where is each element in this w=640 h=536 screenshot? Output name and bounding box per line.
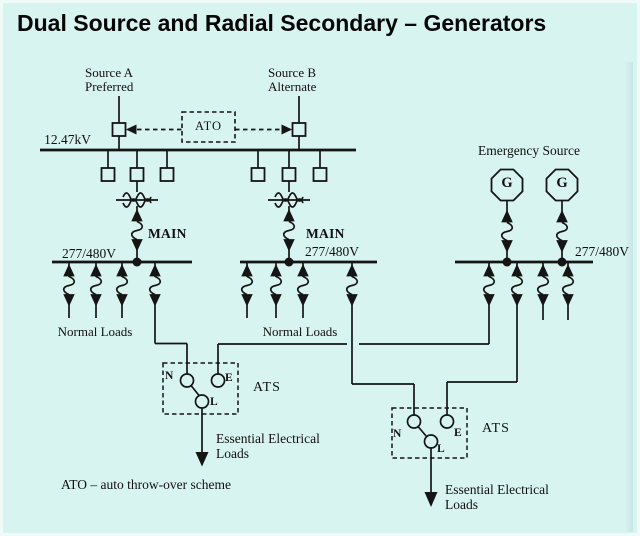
- ato-arrow-left-icon: [125, 124, 137, 135]
- middle-bus-voltage-label: 277/480V: [305, 244, 359, 259]
- feeder-breaker-square: [312, 167, 328, 182]
- gen-breaker-icon: [555, 211, 569, 252]
- generator-icon-2: [545, 168, 579, 202]
- ats1-load-terminal: [194, 394, 210, 409]
- ats2-label: ATS: [482, 421, 510, 436]
- ats1-emergency-terminal: [210, 373, 226, 388]
- normal-loads-left-label: Normal Loads: [57, 324, 133, 339]
- ato-footnote: ATO – auto throw-over scheme: [61, 477, 231, 492]
- ats2-e-label: E: [454, 427, 462, 439]
- ats1-switch-blade: [190, 384, 201, 397]
- ats2-symbol: [391, 407, 468, 507]
- ats1-symbol: [162, 362, 239, 467]
- feeder-breaker-icon: [510, 265, 524, 306]
- emergency-bus-voltage-label: 277/480V: [575, 244, 629, 259]
- source-b-breaker-square: [291, 122, 307, 137]
- ats1-label: ATS: [253, 380, 281, 395]
- ats1-l-label: L: [210, 396, 218, 408]
- source-a-breaker-square: [111, 122, 127, 137]
- junction-dot: [557, 257, 567, 267]
- ats1-n-label: N: [165, 370, 174, 382]
- generator-1-letter: G: [501, 175, 513, 191]
- feeder-breaker-icon: [240, 265, 254, 306]
- left-feeders: [62, 262, 188, 374]
- feeder-breaker-square: [129, 167, 145, 182]
- ato-box: [181, 111, 236, 143]
- main-right-label: MAIN: [306, 226, 345, 241]
- ats2-l-label: L: [437, 443, 445, 455]
- ats2-emergency-terminal: [439, 414, 455, 429]
- left-bus-voltage-label: 277/480V: [62, 246, 116, 261]
- load-arrow-icon: [424, 492, 438, 507]
- essential-loads-1-label: Essential Electrical Loads: [216, 431, 320, 461]
- source-a-label: Source A Preferred: [85, 65, 134, 94]
- ats2-n-label: N: [393, 428, 402, 440]
- page-title: Dual Source and Radial Secondary – Gener…: [17, 10, 547, 36]
- gen-breaker-icon: [500, 211, 514, 252]
- feeder-breaker-icon: [62, 265, 76, 306]
- feeder-breaker-icon: [148, 265, 162, 306]
- essential-loads-2-label: Essential Electrical Loads: [445, 482, 549, 512]
- feeder-breaker-icon: [269, 265, 283, 306]
- feeder-breaker-icon: [536, 265, 550, 306]
- generator-2-letter: G: [556, 175, 568, 191]
- generator-icon-1: [490, 168, 524, 202]
- feeder-breaker-icon: [482, 265, 496, 306]
- source-b-label: Source B Alternate: [268, 65, 317, 94]
- ats1-normal-terminal: [179, 373, 195, 388]
- feeder-breaker-square: [159, 167, 175, 182]
- feeder-breaker-icon: [115, 265, 129, 306]
- main-left-label: MAIN: [148, 226, 187, 241]
- emergency-feeders: [217, 262, 575, 415]
- ato-arrow-right-icon: [281, 124, 293, 135]
- transformer-icon-right: [268, 192, 310, 208]
- feeder-breaker-square: [100, 167, 116, 182]
- primary-section: [40, 96, 356, 182]
- feeder-breaker-icon: [345, 265, 359, 306]
- left-main-chain: [116, 181, 158, 262]
- ats1-box: [162, 362, 239, 415]
- normal-loads-middle-label: Normal Loads: [262, 324, 338, 339]
- feeder-breaker-icon: [89, 265, 103, 306]
- transformer-icon-left: [116, 192, 158, 208]
- ats2-box: [391, 407, 468, 459]
- feeder-breaker-square: [250, 167, 266, 182]
- ats1-e-label: E: [225, 372, 233, 384]
- junction-dot: [132, 257, 142, 267]
- junction-dot: [502, 257, 512, 267]
- ats2-normal-terminal: [406, 414, 422, 429]
- load-arrow-icon: [195, 452, 209, 467]
- feeder-breaker-square: [281, 167, 297, 182]
- junction-dot: [284, 257, 294, 267]
- emergency-source-label: Emergency Source: [477, 143, 581, 158]
- ato-box-label: ATO: [194, 119, 223, 134]
- primary-bus-voltage-label: 12.47kV: [44, 132, 91, 147]
- right-main-chain: [268, 181, 310, 262]
- feeder-breaker-icon: [296, 265, 310, 306]
- feeder-breaker-icon: [561, 265, 575, 306]
- middle-feeders: [240, 262, 415, 415]
- ats2-switch-blade: [417, 425, 428, 438]
